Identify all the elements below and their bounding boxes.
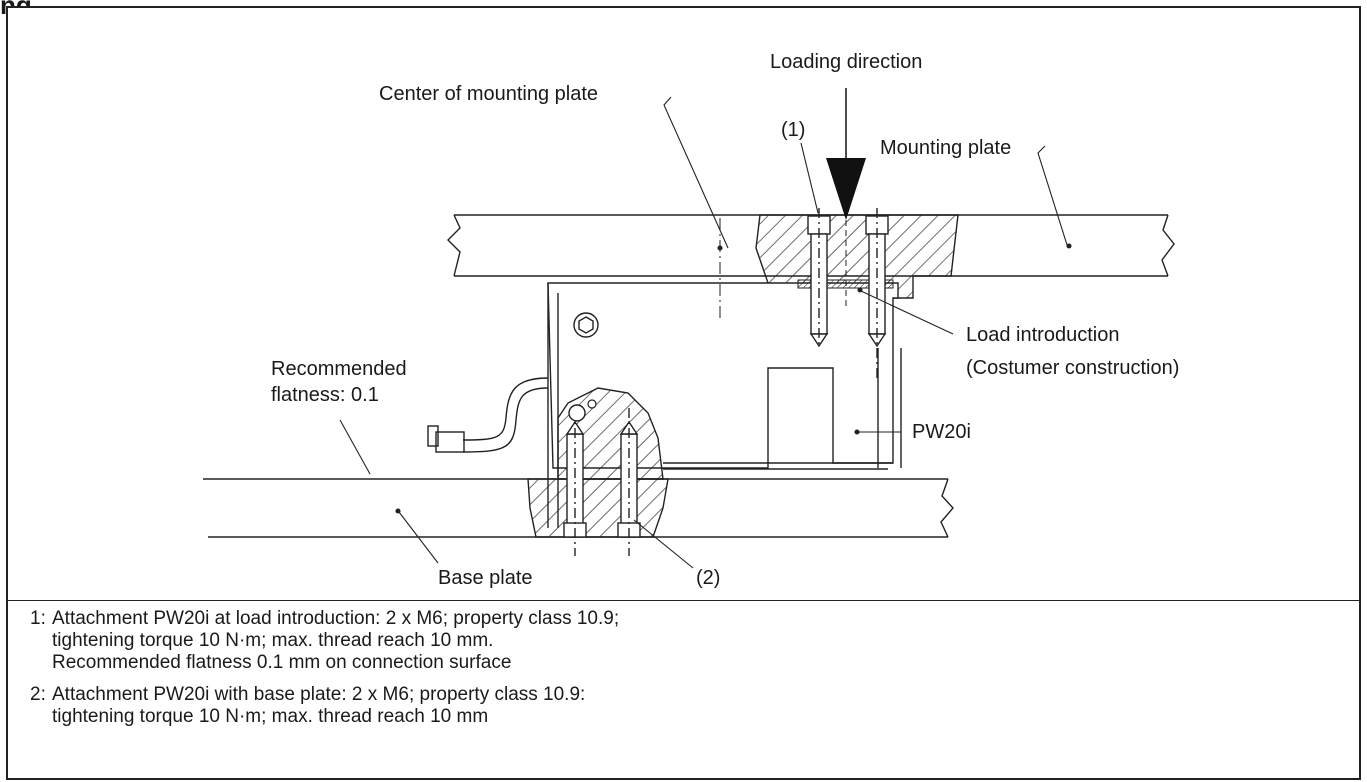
bolt-1b	[865, 208, 889, 378]
recommended-flatness-label-2: flatness: 0.1	[271, 384, 379, 406]
leader-lines	[339, 96, 1072, 569]
drawing-frame: Loading direction Center of mounting pla…	[6, 6, 1361, 780]
notes-list: 1: Attachment PW20i at load introduction…	[30, 608, 930, 738]
loading-arrow	[826, 88, 866, 308]
notes-divider	[8, 600, 1359, 601]
base-plate-label: Base plate	[438, 567, 533, 589]
callout-1-label: (1)	[781, 119, 805, 141]
note-1: 1: Attachment PW20i at load introduction…	[30, 608, 930, 674]
bolt-2b	[617, 408, 641, 556]
note-line: Attachment PW20i at load introduction: 2…	[52, 608, 620, 629]
callout-2-label: (2)	[696, 567, 720, 589]
base-plate-section	[527, 478, 669, 538]
note-line: Recommended flatness 0.1 mm on connectio…	[52, 652, 512, 673]
center-mounting-plate-label: Center of mounting plate	[379, 83, 598, 105]
note-line: tightening torque 10 N·m; max. thread re…	[52, 630, 494, 651]
note-2: 2: Attachment PW20i with base plate: 2 x…	[30, 684, 930, 728]
customer-construction-label: (Costumer construction)	[966, 357, 1179, 379]
note-line: tightening torque 10 N·m; max. thread re…	[52, 706, 489, 727]
bolt-2a	[563, 408, 587, 556]
pw20i-label: PW20i	[912, 421, 971, 443]
recommended-flatness-label-1: Recommended	[271, 358, 407, 380]
cable-shape	[427, 377, 549, 453]
load-introduction-label: Load introduction	[966, 324, 1119, 346]
note-number: 1:	[30, 608, 46, 629]
note-number: 2:	[30, 684, 46, 705]
bolt-1a	[807, 208, 831, 348]
hex-socket-icon	[573, 312, 599, 338]
mounting-diagram: Loading direction Center of mounting pla…	[203, 51, 1179, 589]
pin-dot	[587, 399, 597, 409]
loading-direction-label: Loading direction	[770, 51, 922, 73]
mounting-plate-label: Mounting plate	[880, 137, 1011, 159]
note-line: Attachment PW20i with base plate: 2 x M6…	[52, 684, 586, 705]
pin-circle	[568, 404, 586, 422]
